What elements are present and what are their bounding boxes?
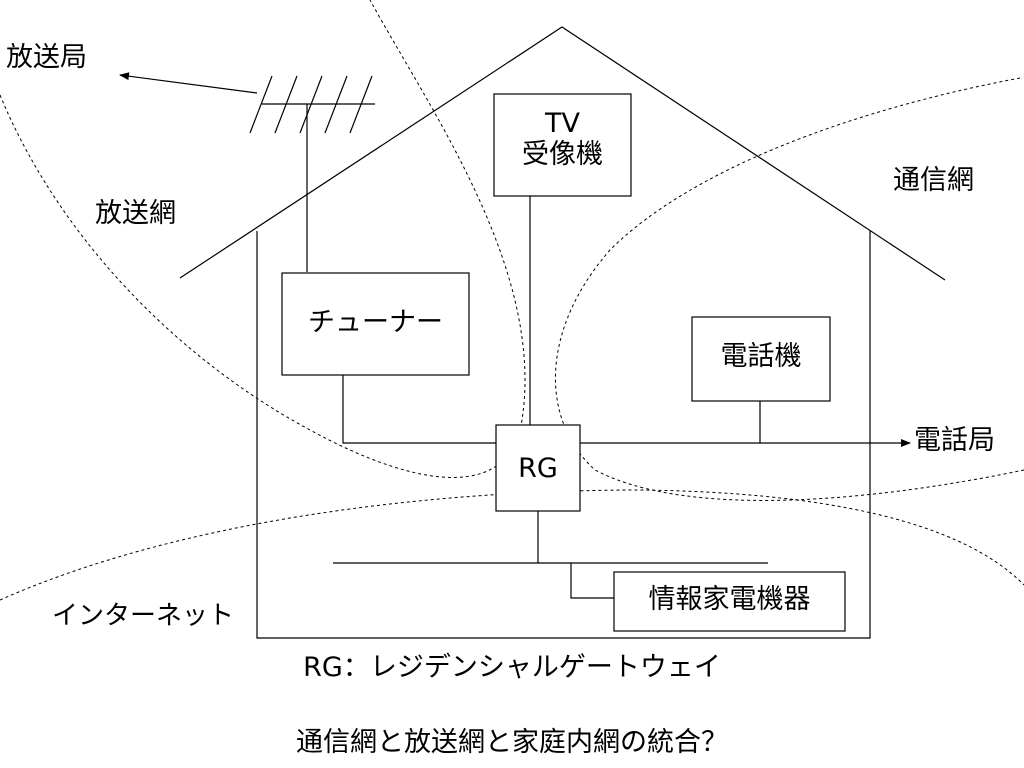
rg-definition-caption: RG：レジデンシャルゲートウェイ bbox=[303, 652, 721, 683]
broadcast-network-label: 放送網 bbox=[95, 198, 176, 229]
integration-question-caption: 通信網と放送網と家庭内網の統合？ bbox=[296, 727, 728, 758]
internet-label: インターネット bbox=[52, 601, 235, 631]
tv-label-line1: TV bbox=[545, 108, 580, 139]
bus-to-info-appliances-line bbox=[570, 563, 614, 599]
antenna-icon bbox=[249, 75, 375, 272]
tv-label: TV 受像機 bbox=[494, 108, 631, 170]
house-walls bbox=[256, 231, 871, 639]
tuner-box bbox=[281, 272, 470, 376]
telephone-station-label: 電話局 bbox=[914, 425, 995, 456]
arrow-to-broadcast-station bbox=[119, 72, 258, 94]
broadcast-station-label: 放送局 bbox=[6, 42, 87, 73]
rg-box bbox=[495, 424, 581, 512]
info-appliances-box bbox=[613, 571, 846, 632]
rg-label: RG bbox=[518, 453, 558, 484]
phone-box bbox=[691, 316, 831, 402]
tv-label-line2: 受像機 bbox=[522, 139, 603, 171]
phone-label: 電話機 bbox=[720, 341, 802, 372]
tuner-to-rg-line bbox=[342, 375, 496, 444]
info-appliances-label: 情報家電機器 bbox=[648, 584, 811, 615]
communication-network-boundary bbox=[554, 77, 1024, 501]
communication-network-label: 通信網 bbox=[893, 165, 974, 196]
internet-boundary bbox=[0, 489, 1024, 601]
tuner-label: チューナー bbox=[308, 307, 443, 338]
tv-box bbox=[493, 93, 632, 197]
